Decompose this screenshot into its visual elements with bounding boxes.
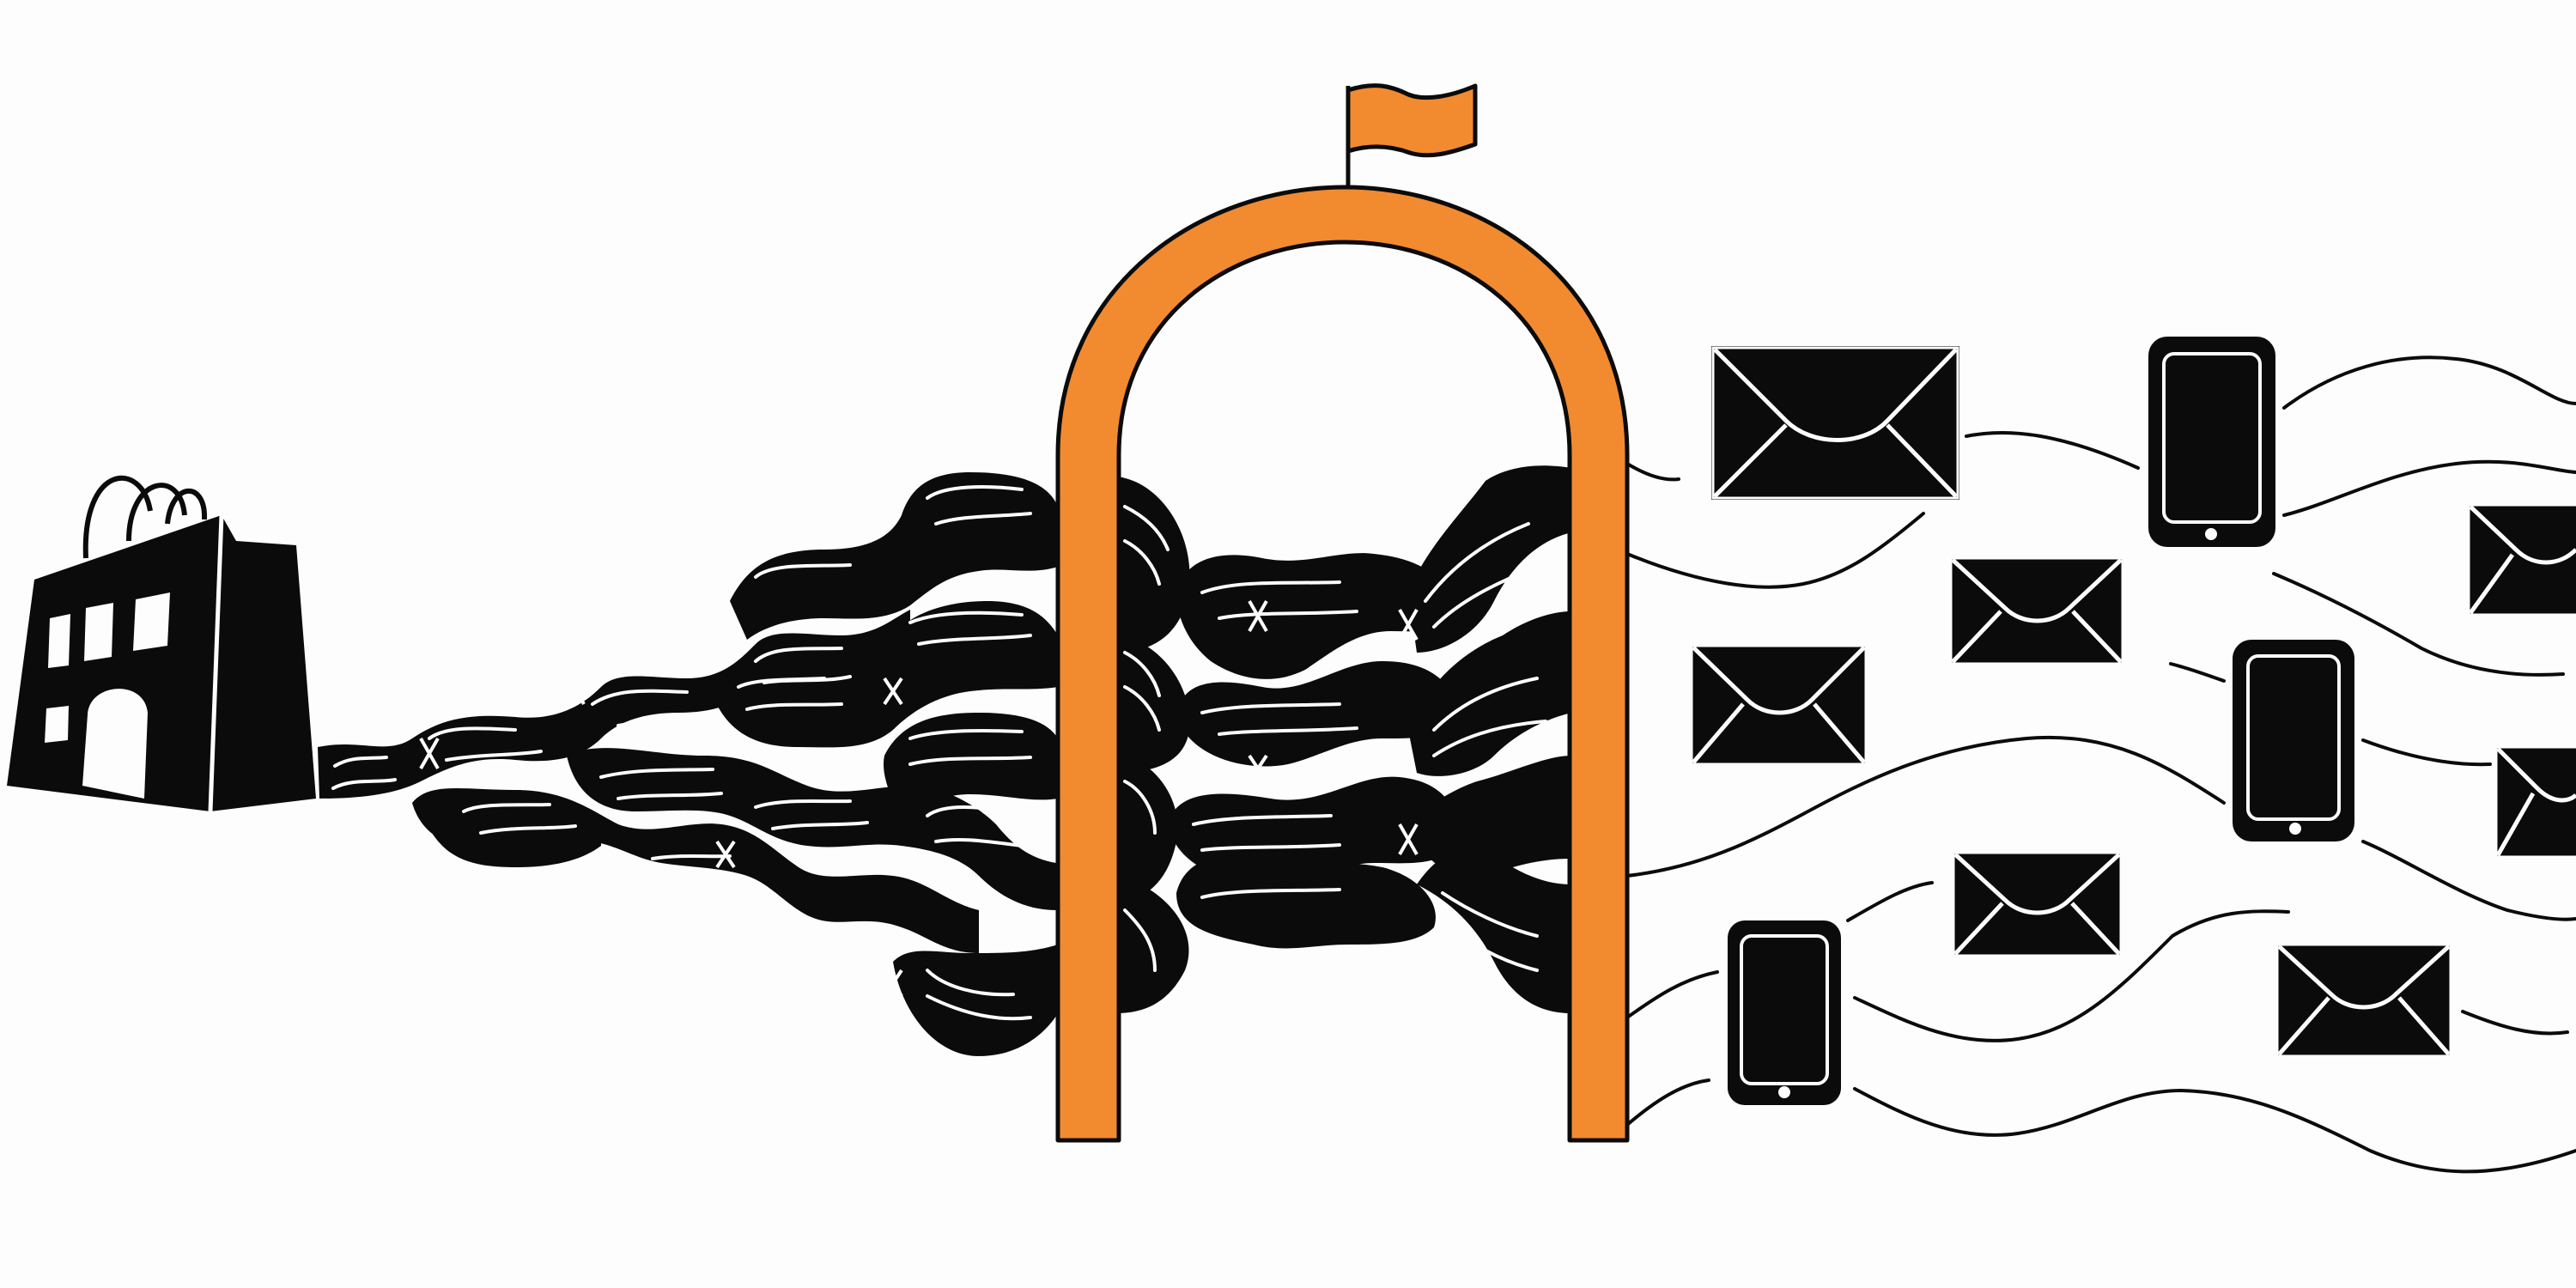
smartphone-icon bbox=[1728, 920, 1841, 1105]
envelope-icon bbox=[1690, 644, 1868, 766]
connection-lines bbox=[1625, 355, 2576, 1174]
envelope-icon bbox=[2275, 943, 2452, 1058]
envelope-icon bbox=[2467, 503, 2576, 617]
flag-icon bbox=[1346, 83, 1478, 187]
envelope-icon bbox=[1952, 851, 2123, 957]
smartphone-icon bbox=[2233, 640, 2354, 841]
arch-gateway bbox=[1055, 185, 1630, 1143]
tangled-streams-left bbox=[318, 472, 1058, 1056]
shopping-bag-storefront-icon bbox=[7, 475, 316, 812]
smartphone-icon bbox=[2148, 337, 2275, 547]
envelope-icon bbox=[1949, 556, 2124, 665]
envelope-icon bbox=[2494, 745, 2576, 859]
envelope-icon bbox=[1711, 346, 1959, 500]
tangled-streams-inside bbox=[1116, 465, 1571, 1013]
